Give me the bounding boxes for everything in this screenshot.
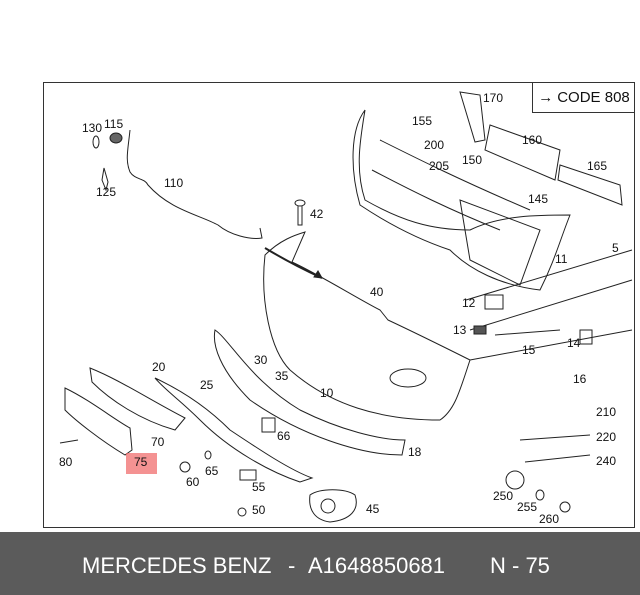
code-label: CODE 808 xyxy=(557,89,630,106)
part-label-160: 160 xyxy=(522,133,543,147)
arrow-right-icon: → xyxy=(538,89,554,106)
part-label-18: 18 xyxy=(408,445,422,459)
part-label-16: 16 xyxy=(573,372,587,386)
part-label-210: 210 xyxy=(596,405,617,419)
fog-lamp-cover xyxy=(309,489,357,523)
part-label-42: 42 xyxy=(310,207,324,221)
part-label-35: 35 xyxy=(275,369,289,383)
part-label-75: 75 xyxy=(134,455,148,469)
part-label-20: 20 xyxy=(152,360,166,374)
part-label-12: 12 xyxy=(462,296,476,310)
part-label-30: 30 xyxy=(254,353,268,367)
footer-brand: MERCEDES BENZ xyxy=(82,553,272,578)
footer-part-number: A1648850681 xyxy=(308,553,446,578)
part-label-155: 155 xyxy=(412,114,433,128)
part-label-15: 15 xyxy=(522,343,536,357)
part-label-50: 50 xyxy=(252,503,266,517)
part-label-25: 25 xyxy=(200,378,214,392)
sensor-ring xyxy=(92,135,100,149)
part-label-10: 10 xyxy=(320,386,334,400)
part-label-150: 150 xyxy=(462,153,483,167)
part-label-45: 45 xyxy=(366,502,380,516)
part-label-40: 40 xyxy=(370,285,384,299)
part-label-60: 60 xyxy=(186,475,200,489)
part-label-145: 145 xyxy=(528,192,549,206)
footer-position: N - 75 xyxy=(490,553,550,578)
side-grille xyxy=(89,367,186,431)
part-label-220: 220 xyxy=(596,430,617,444)
bumper-carrier xyxy=(352,109,571,291)
part-label-70: 70 xyxy=(151,435,165,449)
trim-panel-75 xyxy=(64,387,133,456)
part-label-240: 240 xyxy=(596,454,617,468)
part-label-165: 165 xyxy=(587,159,608,173)
part-label-5: 5 xyxy=(612,241,619,255)
part-label-250: 250 xyxy=(493,489,514,503)
part-label-13: 13 xyxy=(453,323,467,337)
sensor-cover xyxy=(101,167,109,192)
part-label-11: 11 xyxy=(555,252,568,266)
footer-separator: - xyxy=(288,553,296,578)
part-label-115: 115 xyxy=(104,117,124,131)
part-label-200: 200 xyxy=(424,138,445,152)
part-label-170: 170 xyxy=(483,91,504,105)
wiring-harness xyxy=(126,129,263,239)
part-label-80: 80 xyxy=(59,455,73,469)
sensor xyxy=(109,132,123,144)
part-label-110: 110 xyxy=(164,176,184,190)
part-label-125: 125 xyxy=(96,185,117,199)
code-reference-box: → CODE 808 xyxy=(532,83,635,113)
footer-bar: MERCEDES BENZ - A1648850681 N - 75 xyxy=(0,532,640,595)
bumper-cover xyxy=(263,231,471,421)
part-label-65: 65 xyxy=(205,464,219,478)
part-label-205: 205 xyxy=(429,159,450,173)
lower-spoiler xyxy=(154,377,314,483)
part-label-14: 14 xyxy=(567,336,581,350)
part-label-260: 260 xyxy=(539,512,560,526)
part-label-130: 130 xyxy=(82,121,103,135)
impact-beam xyxy=(459,91,486,143)
trim-strip xyxy=(213,329,406,456)
part-label-255: 255 xyxy=(517,500,538,514)
highlighted-part-marker xyxy=(126,453,157,474)
part-label-66: 66 xyxy=(277,429,291,443)
part-label-55: 55 xyxy=(252,480,266,494)
